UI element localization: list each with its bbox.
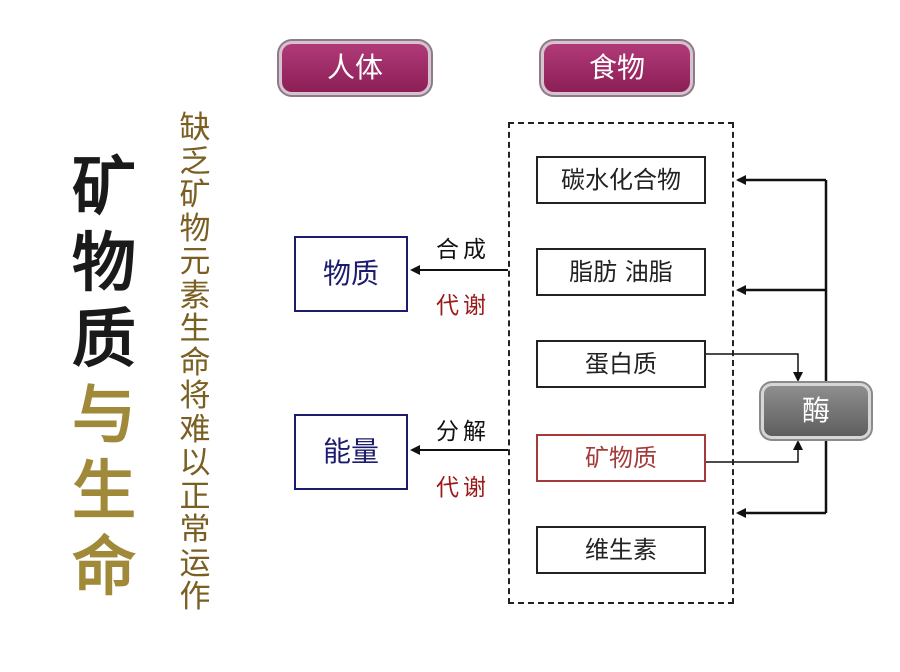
- title-part2: 与生命: [66, 378, 142, 606]
- title-char: 命: [72, 531, 136, 605]
- label-metabolism-top: 代谢: [436, 293, 490, 319]
- food-container: [508, 122, 734, 604]
- arrow-mineral-enzyme: [706, 440, 803, 463]
- arrow-protein-enzyme: [706, 353, 803, 382]
- body-box-matter: 物质: [294, 236, 408, 312]
- title-char: 生: [72, 455, 136, 529]
- food-item-mineral: 矿物质: [536, 434, 706, 482]
- header-food: 食物: [544, 44, 690, 92]
- title-char: 矿: [72, 151, 136, 225]
- food-item-fat: 脂肪 油脂: [536, 248, 706, 296]
- title-char: 与: [72, 379, 136, 453]
- food-item-protein: 蛋白质: [536, 340, 706, 388]
- body-box-energy: 能量: [294, 414, 408, 490]
- label-metabolism-bottom: 代谢: [436, 475, 490, 501]
- subtitle: 缺乏矿物元素生命将难以正常运作: [179, 110, 211, 615]
- label-decomposition: 分解: [436, 419, 490, 445]
- title-part1: 矿物质: [66, 150, 142, 378]
- food-item-vitamin: 维生素: [536, 526, 706, 574]
- label-synthesis: 合成: [436, 237, 490, 263]
- title-char: 质: [72, 303, 136, 377]
- main-title: 矿物质 与生命: [66, 150, 142, 606]
- enzyme-box: 酶: [764, 386, 868, 436]
- food-item-carbohydrate: 碳水化合物: [536, 156, 706, 204]
- title-char: 物: [72, 227, 136, 301]
- header-body: 人体: [282, 44, 428, 92]
